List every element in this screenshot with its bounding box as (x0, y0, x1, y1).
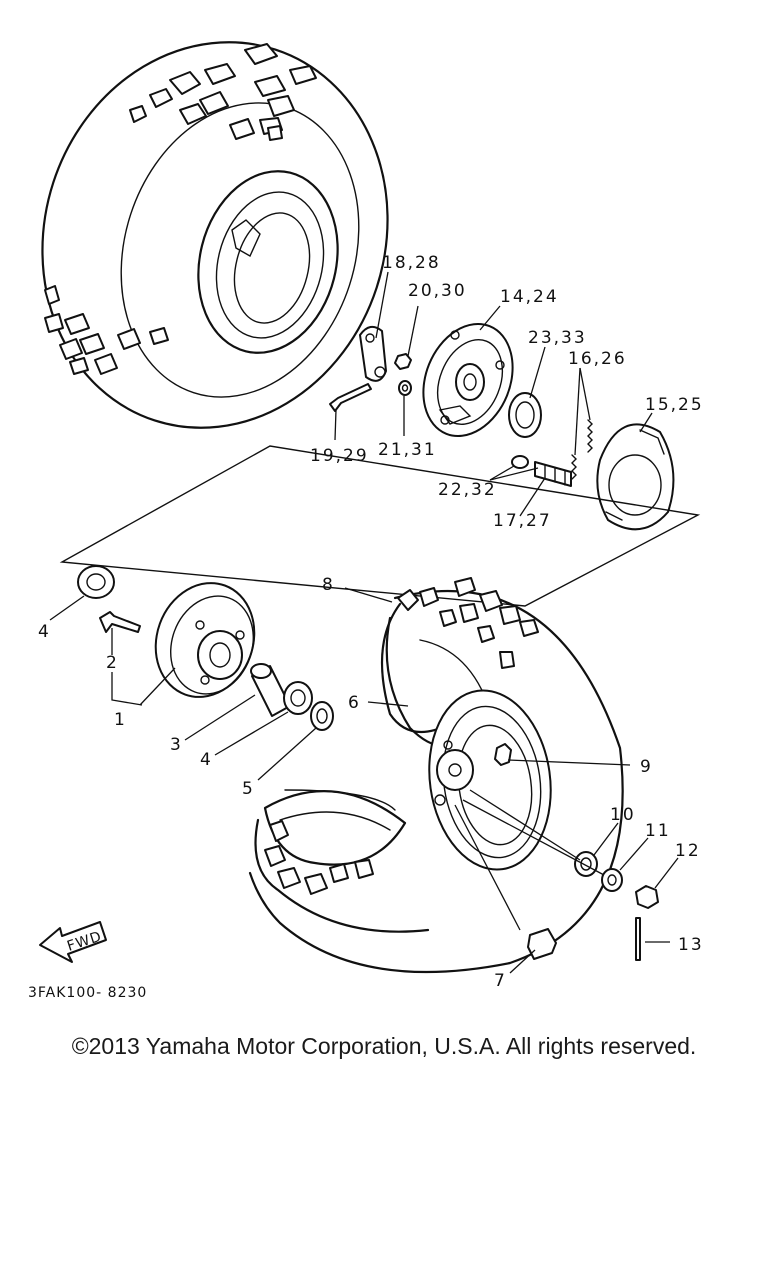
lever-nut (394, 353, 412, 370)
label-18-28: 18,28 (382, 253, 441, 273)
label-6: 6 (348, 693, 361, 713)
castle-nut (635, 885, 659, 909)
bearing-right (283, 681, 313, 715)
brake-shoes (596, 423, 675, 531)
wheel-exploded-diagram: FWD 18,28 20,30 14,24 23,33 (28, 41, 704, 1001)
fwd-arrow-icon (39, 921, 107, 963)
bearing-left (77, 565, 115, 599)
label-16-26: 16,26 (568, 349, 627, 369)
label-11: 11 (645, 821, 671, 841)
axle-hardware (454, 789, 659, 961)
label-14-24: 14,24 (500, 287, 559, 307)
label-19-29: 19,29 (310, 446, 369, 466)
o-ring (511, 455, 529, 469)
valve-stem (494, 743, 512, 766)
cotter-pin (635, 917, 641, 961)
upper-tire (41, 41, 389, 429)
fwd-arrow: FWD (39, 921, 107, 963)
explode-connector-lines (59, 445, 701, 607)
hub-assembly (77, 565, 334, 731)
label-13: 13 (678, 935, 704, 955)
shoe-spring-bottom (571, 454, 577, 480)
shoe-spring-top (587, 419, 593, 453)
plain-washer (601, 868, 623, 892)
label-22-32: 22,32 (438, 480, 497, 500)
label-4-right: 4 (200, 750, 213, 770)
brake-panel-assembly (329, 322, 675, 531)
label-15-25: 15,25 (645, 395, 704, 415)
spacer-washer (574, 851, 598, 877)
brake-camshaft (534, 461, 572, 487)
label-2: 2 (106, 653, 119, 673)
label-21-31: 21,31 (378, 440, 437, 460)
label-3: 3 (170, 735, 183, 755)
oil-seal (508, 392, 542, 438)
hub-bolt (99, 611, 141, 633)
label-20-30: 20,30 (408, 281, 467, 301)
lower-tire (248, 577, 624, 974)
lever-washer (398, 380, 412, 396)
diagram-code: 3FAK100- 8230 (28, 985, 147, 1001)
label-8: 8 (322, 575, 335, 595)
label-5: 5 (242, 779, 255, 799)
axle-collar (527, 928, 557, 960)
hub-seal (310, 701, 334, 731)
part-labels: 18,28 20,30 14,24 23,33 16,26 15,25 19,2… (38, 253, 704, 991)
label-9: 9 (640, 757, 653, 777)
label-1: 1 (114, 710, 127, 730)
label-4-left: 4 (38, 622, 51, 642)
label-12: 12 (675, 841, 701, 861)
label-23-33: 23,33 (528, 328, 587, 348)
label-7: 7 (494, 971, 507, 991)
copyright-notice: ©2013 Yamaha Motor Corporation, U.S.A. A… (71, 1033, 697, 1059)
lever-bolt (329, 383, 372, 412)
leader-lines (49, 271, 679, 974)
label-17-27: 17,27 (493, 511, 552, 531)
label-10: 10 (610, 805, 636, 825)
